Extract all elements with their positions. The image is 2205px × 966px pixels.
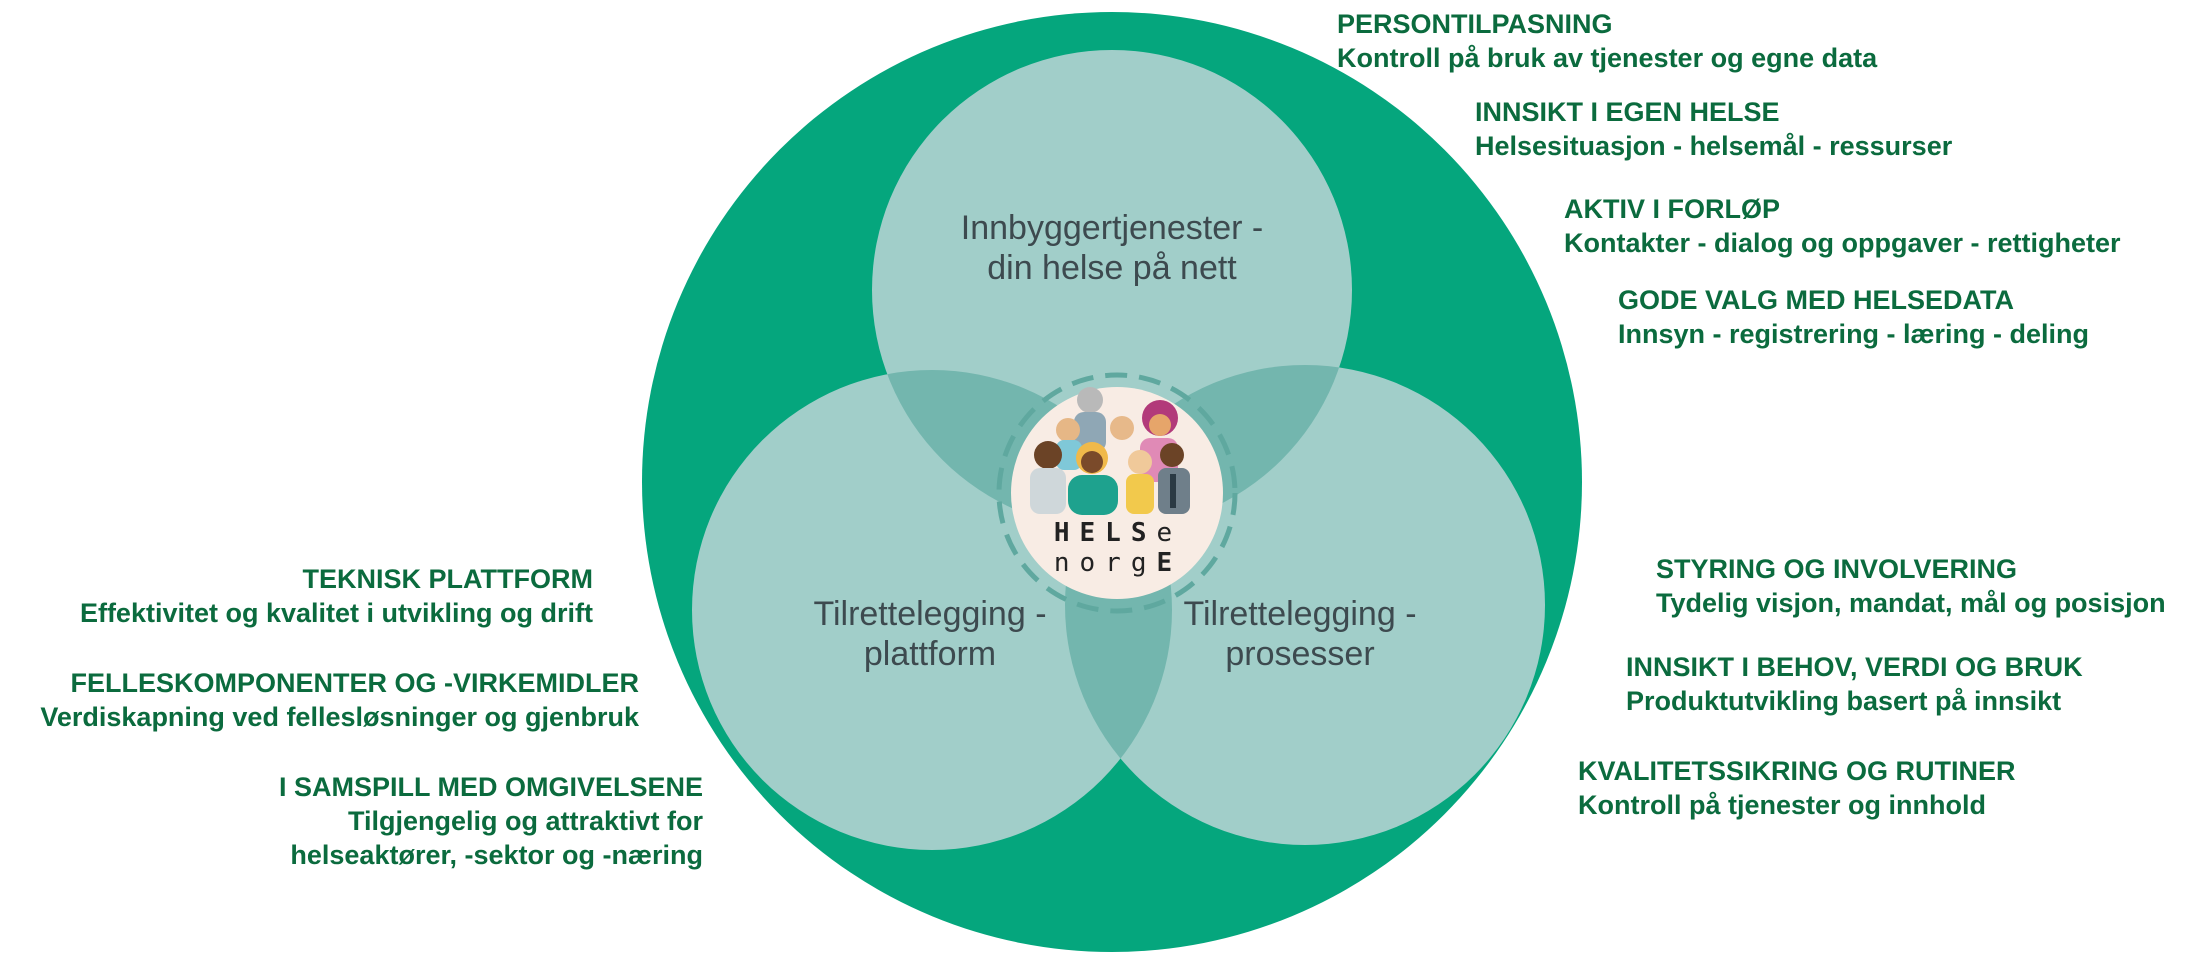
callout-gode-valg: GODE VALG MED HELSEDATA Innsyn - registr… [1618, 283, 2089, 351]
callout-sub: Helsesituasjon - helsemål - ressurser [1475, 131, 1953, 161]
callout-innsikt-behov: INNSIKT I BEHOV, VERDI OG BRUK Produktut… [1626, 650, 2083, 718]
callout-sub: Tilgjengelig og attraktivt for [347, 806, 703, 836]
callout-head: STYRING OG INVOLVERING [1656, 554, 2018, 584]
callout-head: AKTIV I FORLØP [1564, 194, 1780, 224]
circle-right-line1: Tilrettelegging - [1183, 595, 1417, 633]
circle-top-line1: Innbyggertjenester - [960, 209, 1264, 247]
helsenorge-logo: HELSe norgE [1044, 518, 1192, 578]
callout-head: I SAMSPILL MED OMGIVELSENE [278, 772, 703, 802]
callout-sub: Produktutvikling basert på innsikt [1626, 686, 2062, 716]
circle-top-line2: din helse på nett [987, 249, 1237, 287]
center-ring [996, 372, 1238, 614]
logo-line1-light: e [1156, 518, 1183, 548]
callout-head: GODE VALG MED HELSEDATA [1618, 285, 2015, 315]
logo-line2-light: norg [1053, 548, 1157, 578]
circle-right-line2: prosesser [1225, 635, 1375, 673]
callout-persontilpasning: PERSONTILPASNING Kontroll på bruk av tje… [1337, 7, 1877, 75]
callout-sub: Innsyn - registrering - læring - deling [1618, 319, 2090, 349]
callout-aktiv: AKTIV I FORLØP Kontakter - dialog og opp… [1564, 192, 2121, 260]
logo-line1-bold: HELS [1053, 518, 1157, 548]
callout-head: FELLESKOMPONENTER OG -VIRKEMIDLER [70, 668, 639, 698]
callout-sub: Kontakter - dialog og oppgaver - rettigh… [1564, 228, 2121, 258]
callout-sub: Kontroll på tjenester og innhold [1578, 790, 1986, 820]
callout-head: KVALITETSSIKRING OG RUTINER [1578, 756, 2016, 786]
logo-line2-bold: E [1156, 548, 1183, 578]
callout-head: INNSIKT I EGEN HELSE [1475, 97, 1780, 127]
circle-left-line2: plattform [863, 635, 997, 673]
callout-sub: Verdiskapning ved fellesløsninger og gje… [40, 702, 639, 732]
callout-head: PERSONTILPASNING [1337, 9, 1613, 39]
callout-sub: Effektivitet og kvalitet i utvikling og … [79, 598, 593, 628]
callout-teknisk: TEKNISK PLATTFORM Effektivitet og kvalit… [80, 562, 593, 630]
callout-sub: Tydelig visjon, mandat, mål og posisjon [1656, 588, 2166, 618]
circle-left-line1: Tilrettelegging - [813, 595, 1047, 633]
callout-head: INNSIKT I BEHOV, VERDI OG BRUK [1626, 652, 2083, 682]
callout-felles: FELLESKOMPONENTER OG -VIRKEMIDLER Verdis… [40, 666, 639, 734]
callout-innsikt-helse: INNSIKT I EGEN HELSE Helsesituasjon - he… [1475, 95, 1952, 163]
callout-kvalitet: KVALITETSSIKRING OG RUTINER Kontroll på … [1578, 754, 2016, 822]
callout-sub: helseaktører, -sektor og -næring [290, 840, 703, 870]
circle-right-label: Tilrettelegging - prosesser [1150, 594, 1450, 674]
callout-samspill: I SAMSPILL MED OMGIVELSENE Tilgjengelig … [279, 770, 703, 872]
people-group-illustration [1030, 387, 1190, 515]
circle-top-label: Innbyggertjenester - din helse på nett [922, 208, 1302, 288]
callout-sub: Kontroll på bruk av tjenester og egne da… [1337, 43, 1878, 73]
callout-styring: STYRING OG INVOLVERING Tydelig visjon, m… [1656, 552, 2166, 620]
callout-head: TEKNISK PLATTFORM [302, 564, 593, 594]
circle-left-label: Tilrettelegging - plattform [780, 594, 1080, 674]
